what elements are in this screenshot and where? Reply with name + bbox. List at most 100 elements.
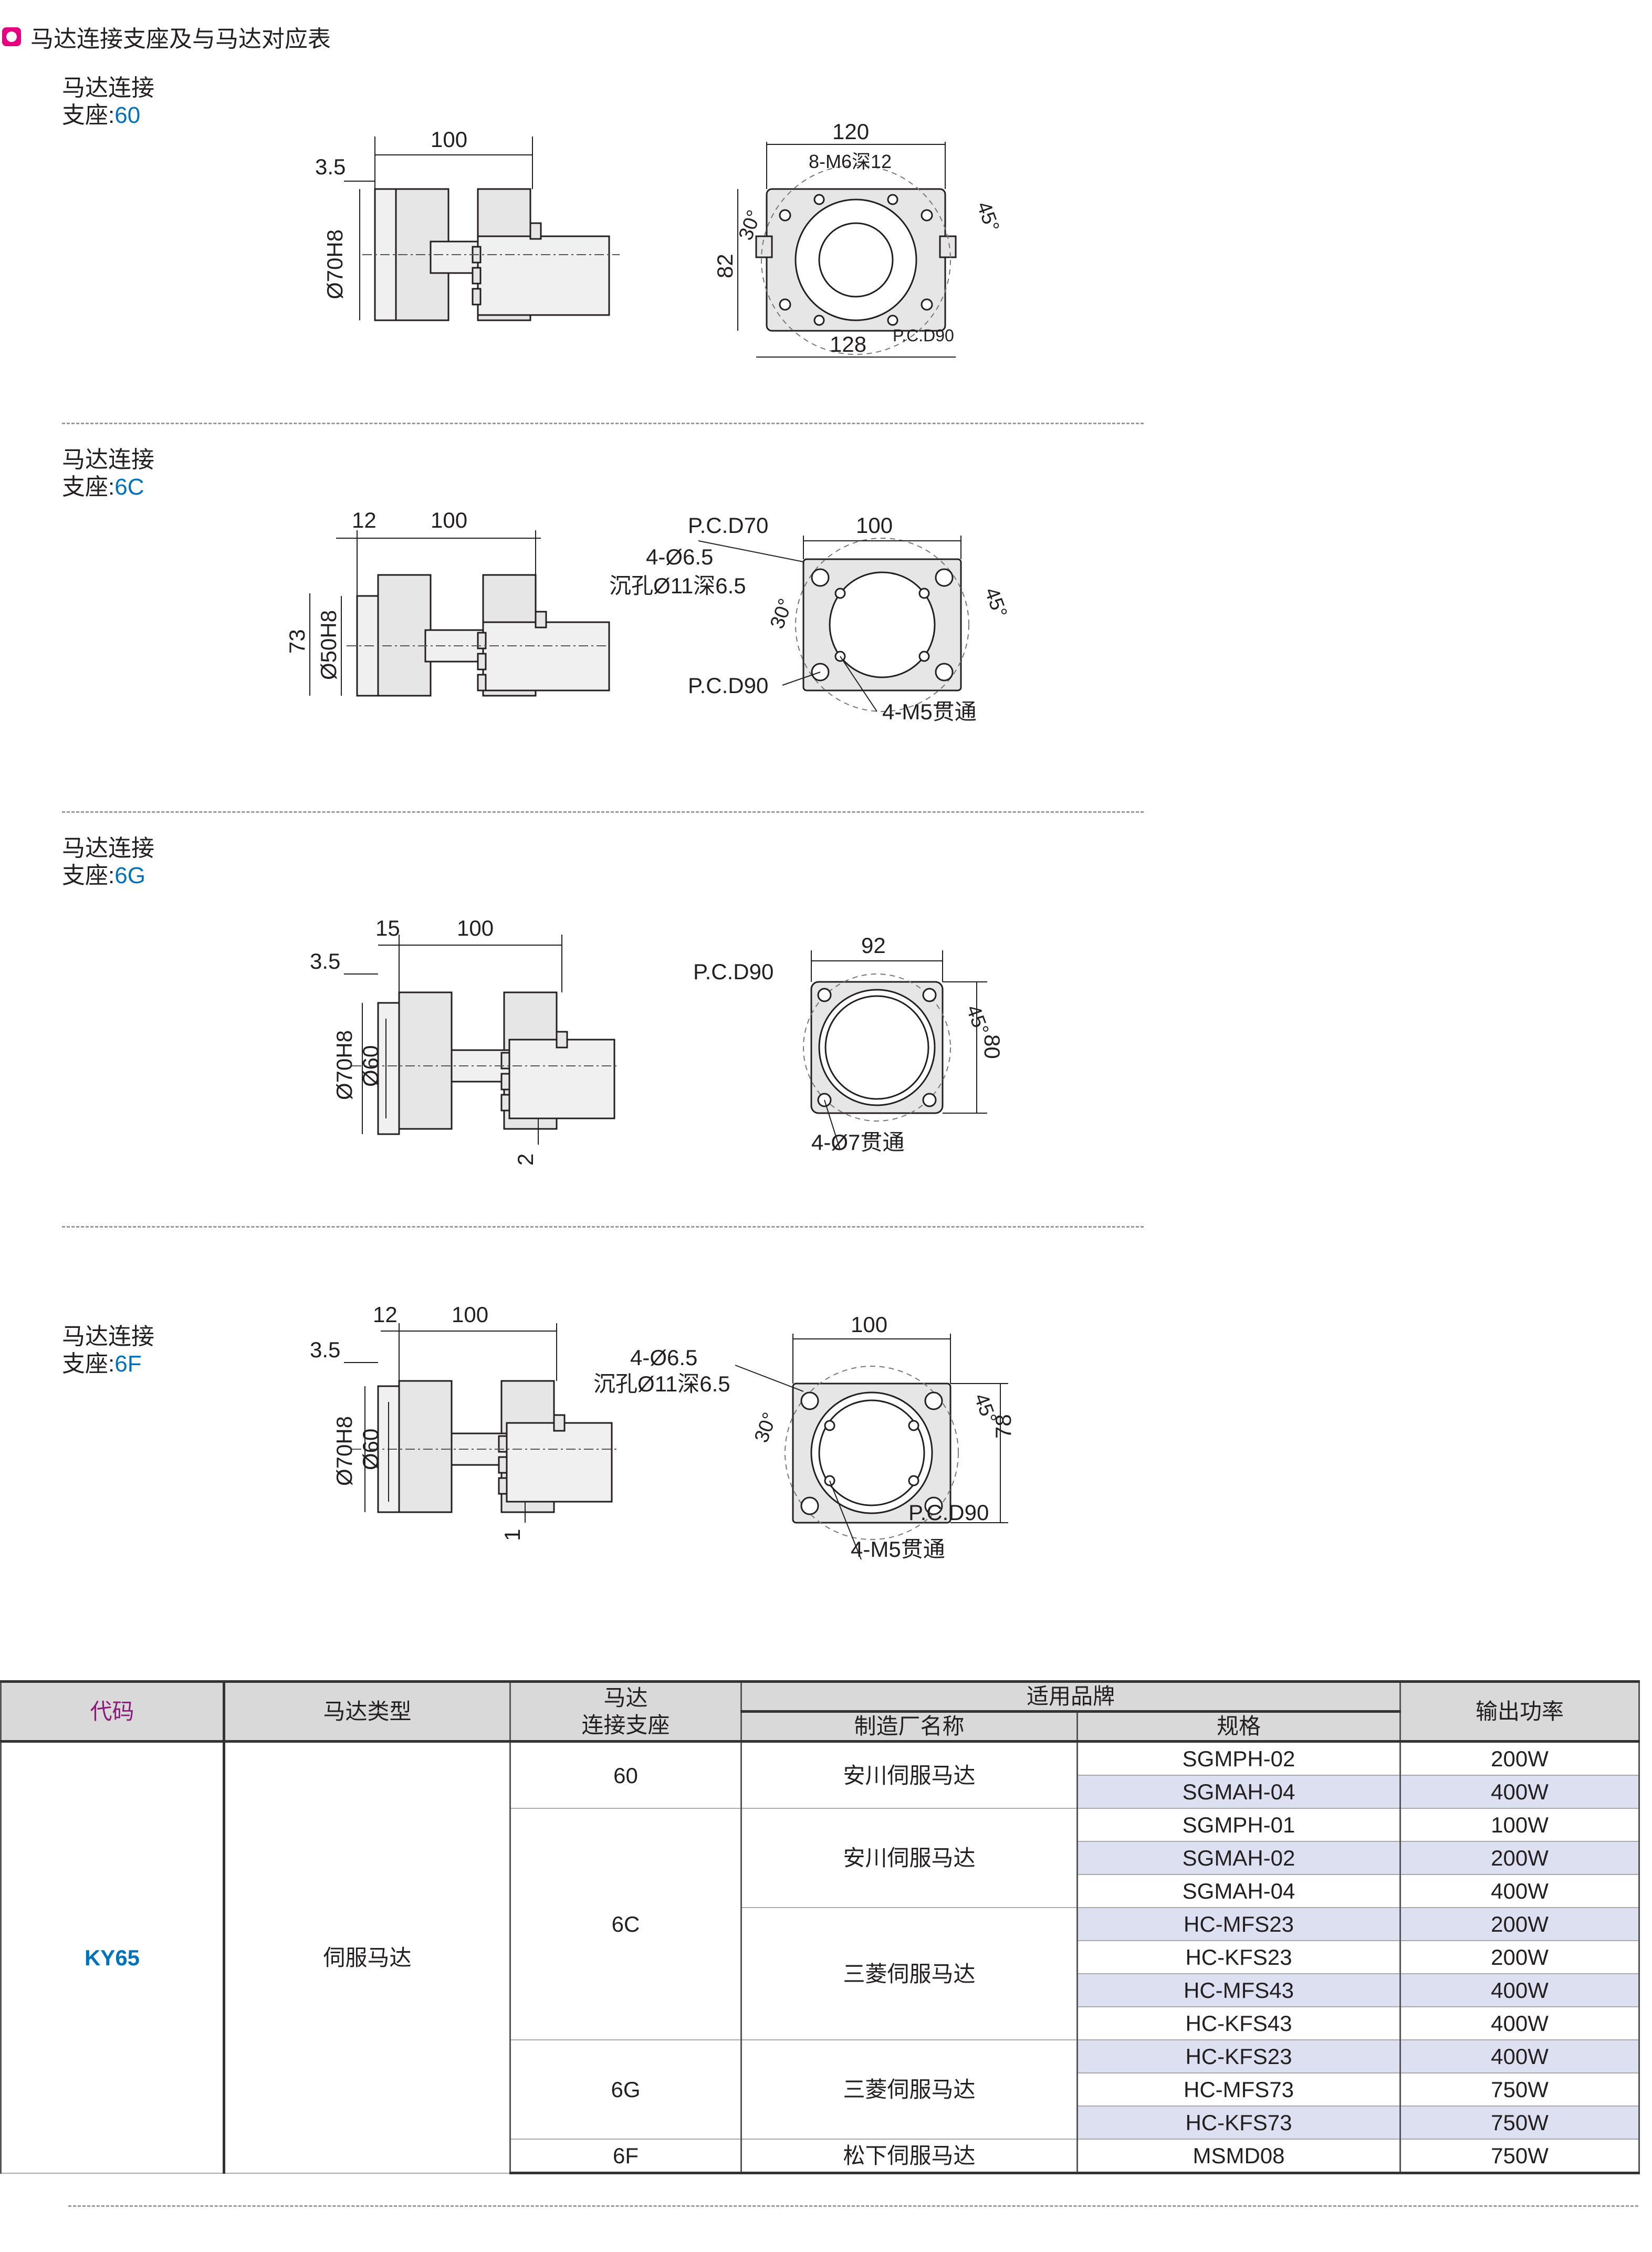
spec-cell: HC-KFS73 [1076, 2106, 1402, 2140]
spec-cell: HC-KFS23 [1076, 1941, 1402, 1974]
spec-cell: SGMPH-01 [1076, 1808, 1402, 1842]
table-row: SGMAH-02 200W [1, 1841, 1640, 1875]
dim-counterbore: 沉孔Ø11深6.5 [593, 1371, 730, 1396]
side-view-drawing-60: 100 3.5 Ø70H8 [315, 127, 620, 321]
dim-height: 80 [980, 1034, 1005, 1059]
spec-cell: HC-MFS23 [1076, 1908, 1402, 1941]
header-motor-type: 马达类型 [223, 1680, 511, 1743]
table-row: 三菱伺服马达 HC-MFS23 200W [1, 1908, 1640, 2040]
seat-cell: 6F [509, 2139, 742, 2174]
spec-cell: HC-KFS43 [1076, 2007, 1402, 2040]
table-row: HC-MFS73 750W [1, 2073, 1640, 2107]
dim-counterbore: 沉孔Ø11深6.5 [609, 573, 746, 598]
maker-cell: 安川伺服马达 [740, 1808, 1078, 1908]
maker-cell: 三菱伺服马达 [740, 1908, 1078, 2040]
spec-cell: SGMAH-04 [1076, 1874, 1402, 1908]
dim-bore: Ø70H8 [322, 229, 347, 299]
spec-cell: SGMPH-02 [1076, 1741, 1402, 1776]
divider [62, 811, 1144, 813]
dim-hole: 4-Ø6.5 [646, 544, 713, 569]
header-spec: 规格 [1076, 1710, 1402, 1743]
dim-gap: 1 [500, 1529, 525, 1541]
bullet-icon [2, 27, 21, 46]
seat-code: 60 [114, 102, 141, 128]
dim-offset: 3.5 [310, 1337, 340, 1362]
section-header: 马达连接支座及与马达对应表 [2, 22, 331, 52]
side-view-drawing-6G: 15 100 3.5 Ø70H8 Ø60 2 [310, 916, 620, 1166]
motor-correspondence-table: 代码 马达类型 马达 连接支座 适用品牌 输出功率 制造厂名称 规格 KY65 … [0, 1680, 1640, 2174]
dim-offset: 3.5 [315, 154, 346, 179]
dim-flange: 15 [375, 916, 400, 940]
divider [68, 2205, 1638, 2207]
power-cell: 400W [1399, 1775, 1640, 1809]
spec-cell: SGMAH-04 [1076, 1775, 1402, 1809]
divider [62, 1226, 1144, 1228]
table-row: 6C 安川伺服马达 SGMPH-01 100W [1, 1808, 1640, 2040]
power-cell: 200W [1399, 1908, 1640, 1941]
front-view-drawing-6G: 92 P.C.D90 45° 80 4-Ø7贯通 [693, 933, 1005, 1155]
table-row: HC-KFS23 200W [1, 1941, 1640, 1974]
dim-width: 100 [856, 513, 893, 538]
table-row: HC-MFS43 400W [1, 1974, 1640, 2007]
section-label-60: 马达连接 支座:60 [62, 75, 154, 128]
power-cell: 400W [1399, 1974, 1640, 2007]
dim-length: 100 [431, 127, 467, 152]
front-view-drawing-6F: 100 4-Ø6.5 沉孔Ø11深6.5 30° 45° 78 P.C.D90 … [593, 1312, 1016, 1562]
maker-cell: 松下伺服马达 [740, 2139, 1078, 2174]
dim-angle-30: 30° [766, 596, 797, 632]
section-label-6C: 马达连接 支座:6C [62, 447, 154, 500]
product-code: KY65 [0, 1741, 225, 2174]
dim-height: 82 [713, 254, 737, 278]
dim-angle-45: 45° [962, 1002, 993, 1038]
dim-thread: 4-M5贯通 [882, 699, 977, 724]
dim-width: 120 [832, 119, 869, 144]
power-cell: 200W [1399, 1841, 1640, 1875]
spec-cell: SGMAH-02 [1076, 1841, 1402, 1875]
dim-width: 100 [851, 1312, 887, 1337]
dim-flange: 12 [373, 1302, 398, 1327]
maker-cell: 安川伺服马达 [740, 1741, 1078, 1809]
header-maker: 制造厂名称 [740, 1710, 1078, 1743]
dim-spigot: Ø60 [358, 1429, 383, 1470]
seat-cell: 60 [509, 1741, 742, 1809]
dim-width: 92 [861, 933, 886, 958]
dim-thread: 8-M6深12 [809, 151, 892, 172]
seat-cell: 6G [509, 2040, 742, 2140]
power-cell: 400W [1399, 2040, 1640, 2073]
dim-pcd: P.C.D90 [908, 1500, 989, 1525]
motor-type: 伺服马达 [223, 1741, 511, 2174]
dim-pcd: P.C.D90 [893, 326, 954, 345]
dim-pcd-inner: P.C.D70 [688, 513, 768, 538]
section-title: 马达连接支座及与马达对应表 [30, 26, 331, 52]
dim-pcd: P.C.D90 [693, 959, 773, 984]
dim-length: 100 [431, 508, 467, 532]
table-row: SGMAH-04 400W [1, 1775, 1640, 1809]
spec-cell: HC-MFS43 [1076, 1974, 1402, 2007]
spec-cell: MSMD08 [1076, 2139, 1402, 2174]
dim-spigot: Ø60 [358, 1045, 383, 1087]
dim-bore: Ø70H8 [332, 1030, 357, 1100]
header-power: 输出功率 [1399, 1680, 1640, 1743]
seat-code: 6F [114, 1351, 142, 1377]
spec-cell: HC-MFS73 [1076, 2073, 1402, 2107]
dim-hole: 4-Ø6.5 [630, 1345, 697, 1370]
table-row: KY65 伺服马达 60 安川伺服马达 SGMPH-02 200W [0, 1741, 1640, 2174]
dim-height: 73 [285, 629, 309, 654]
table-row: 6F 松下伺服马达 MSMD08 750W [1, 2139, 1640, 2174]
dim-pcd-outer: P.C.D90 [688, 673, 768, 698]
dim-angle-45: 45° [973, 199, 1003, 235]
side-view-drawing-6F: 12 100 3.5 Ø70H8 Ø60 1 [310, 1302, 620, 1541]
header-brand: 适用品牌 [740, 1680, 1402, 1713]
header-code: 代码 [0, 1680, 225, 1743]
power-cell: 100W [1399, 1808, 1640, 1842]
power-cell: 750W [1399, 2139, 1640, 2174]
side-view-drawing-6C: 12 100 73 Ø50H8 [285, 508, 610, 697]
spec-cell: HC-KFS23 [1076, 2040, 1402, 2073]
front-view-drawing-6C: P.C.D70 100 4-Ø6.5 沉孔Ø11深6.5 30° 45° P.C… [609, 513, 1011, 724]
dim-angle-45: 45° [980, 585, 1011, 621]
dim-length: 100 [457, 916, 494, 940]
dim-thread: 4-M5贯通 [851, 1537, 945, 1562]
section-label-6F: 马达连接 支座:6F [62, 1324, 154, 1377]
dim-hole: 4-Ø7贯通 [811, 1130, 904, 1155]
dim-base-width: 128 [830, 332, 866, 357]
